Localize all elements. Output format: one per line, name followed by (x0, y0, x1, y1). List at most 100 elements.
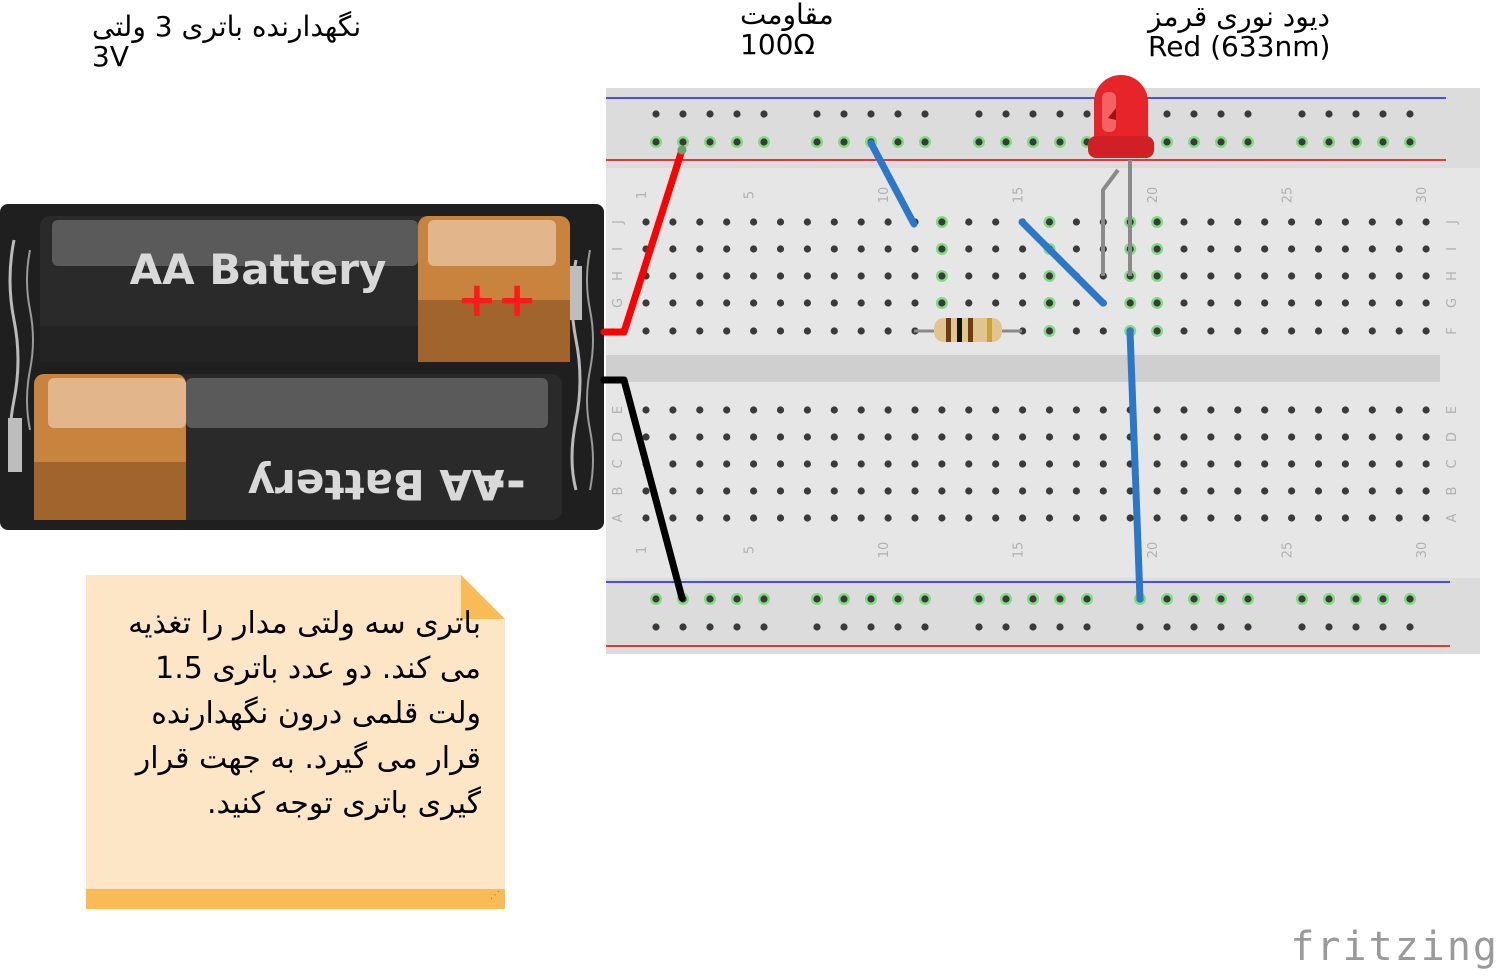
breadboard-hole[interactable] (1207, 218, 1215, 226)
breadboard-hole[interactable] (723, 514, 731, 522)
breadboard-hole[interactable] (776, 327, 785, 335)
breadboard-hole[interactable] (830, 327, 838, 335)
breadboard-hole[interactable] (696, 327, 704, 335)
rail-hole[interactable] (813, 595, 821, 603)
breadboard-hole[interactable] (1288, 299, 1296, 307)
breadboard-hole[interactable] (1099, 327, 1107, 335)
breadboard-hole[interactable] (669, 406, 677, 414)
rail-hole[interactable] (1029, 595, 1037, 603)
rail-hole[interactable] (1163, 138, 1171, 146)
breadboard-hole[interactable] (696, 299, 704, 307)
breadboard-hole[interactable] (1314, 487, 1323, 495)
breadboard-hole[interactable] (884, 218, 892, 226)
breadboard-hole[interactable] (857, 327, 865, 335)
breadboard-hole[interactable] (1234, 299, 1242, 307)
rail-hole[interactable] (840, 623, 848, 631)
rail-hole[interactable] (1190, 138, 1198, 146)
breadboard-hole[interactable] (776, 433, 785, 441)
breadboard-hole[interactable] (1099, 514, 1107, 522)
rail-hole[interactable] (894, 110, 902, 118)
breadboard-hole[interactable] (1180, 460, 1188, 468)
rail-hole[interactable] (975, 110, 983, 118)
rail-hole[interactable] (679, 623, 687, 631)
breadboard-hole[interactable] (1045, 433, 1054, 441)
breadboard-hole[interactable] (911, 245, 919, 253)
breadboard-hole[interactable] (1072, 487, 1080, 495)
breadboard-hole[interactable] (1099, 433, 1107, 441)
rail-hole[interactable] (1379, 110, 1387, 118)
rail-hole[interactable] (1379, 623, 1387, 631)
breadboard-hole[interactable] (965, 460, 973, 468)
rail-hole[interactable] (1244, 623, 1252, 631)
rail-hole[interactable] (1325, 110, 1333, 118)
rail-hole[interactable] (867, 623, 875, 631)
rail-hole[interactable] (921, 623, 929, 631)
rail-hole[interactable] (1244, 110, 1252, 118)
breadboard-hole[interactable] (884, 245, 892, 253)
breadboard-hole[interactable] (723, 460, 731, 468)
breadboard-hole[interactable] (723, 245, 731, 253)
breadboard-hole[interactable] (1288, 487, 1296, 495)
breadboard-hole[interactable] (830, 245, 838, 253)
breadboard-hole[interactable] (1422, 218, 1430, 226)
breadboard-hole[interactable] (1072, 406, 1080, 414)
breadboard-hole[interactable] (723, 299, 731, 307)
breadboard-hole[interactable] (696, 245, 704, 253)
breadboard-hole[interactable] (1072, 327, 1080, 335)
breadboard-hole[interactable] (1019, 272, 1027, 280)
breadboard-hole[interactable] (938, 406, 946, 414)
rail-hole[interactable] (1056, 138, 1064, 146)
breadboard-hole[interactable] (1234, 433, 1242, 441)
rail-hole[interactable] (921, 138, 929, 146)
rail-hole[interactable] (1029, 110, 1037, 118)
breadboard-hole[interactable] (884, 327, 892, 335)
breadboard-hole[interactable] (857, 245, 865, 253)
breadboard-hole[interactable] (1368, 460, 1376, 468)
breadboard-hole[interactable] (884, 460, 892, 468)
rail-hole[interactable] (679, 110, 687, 118)
breadboard-hole[interactable] (803, 460, 812, 468)
rail-hole[interactable] (813, 623, 821, 631)
breadboard-hole[interactable] (669, 245, 677, 253)
breadboard-hole[interactable] (992, 433, 1000, 441)
breadboard-hole[interactable] (911, 272, 919, 280)
breadboard-hole[interactable] (884, 299, 892, 307)
breadboard-hole[interactable] (750, 514, 758, 522)
breadboard-hole[interactable] (1314, 272, 1323, 280)
breadboard-hole[interactable] (1395, 514, 1403, 522)
breadboard-hole[interactable] (1072, 514, 1080, 522)
rail-hole[interactable] (1056, 595, 1064, 603)
rail-hole[interactable] (652, 110, 660, 118)
breadboard-hole[interactable] (1261, 327, 1269, 335)
rail-hole[interactable] (813, 138, 821, 146)
breadboard-hole[interactable] (1395, 433, 1403, 441)
breadboard-hole[interactable] (1368, 514, 1376, 522)
breadboard-hole[interactable] (1341, 245, 1349, 253)
breadboard-hole[interactable] (938, 218, 946, 226)
breadboard-hole[interactable] (723, 487, 731, 495)
breadboard-hole[interactable] (642, 218, 650, 226)
breadboard-hole[interactable] (642, 487, 650, 495)
breadboard-hole[interactable] (1153, 245, 1161, 253)
breadboard-hole[interactable] (1422, 433, 1430, 441)
note-resize-grip-icon[interactable]: ⋰ (490, 890, 501, 901)
breadboard-hole[interactable] (1395, 272, 1403, 280)
rail-hole[interactable] (1190, 595, 1198, 603)
breadboard-hole[interactable] (911, 299, 919, 307)
breadboard-hole[interactable] (1126, 299, 1134, 307)
breadboard-hole[interactable] (911, 433, 919, 441)
breadboard-hole[interactable] (1019, 487, 1027, 495)
breadboard-hole[interactable] (830, 218, 838, 226)
rail-hole[interactable] (1136, 623, 1144, 631)
breadboard-hole[interactable] (776, 514, 785, 522)
breadboard-hole[interactable] (1368, 433, 1376, 441)
rail-hole[interactable] (975, 138, 983, 146)
breadboard-hole[interactable] (1099, 406, 1107, 414)
rail-hole[interactable] (1190, 110, 1198, 118)
rail-hole[interactable] (840, 138, 848, 146)
breadboard-hole[interactable] (1234, 514, 1242, 522)
rail-hole[interactable] (1217, 595, 1225, 603)
breadboard-hole[interactable] (1288, 433, 1296, 441)
breadboard-hole[interactable] (1072, 245, 1080, 253)
breadboard-hole[interactable] (830, 406, 838, 414)
